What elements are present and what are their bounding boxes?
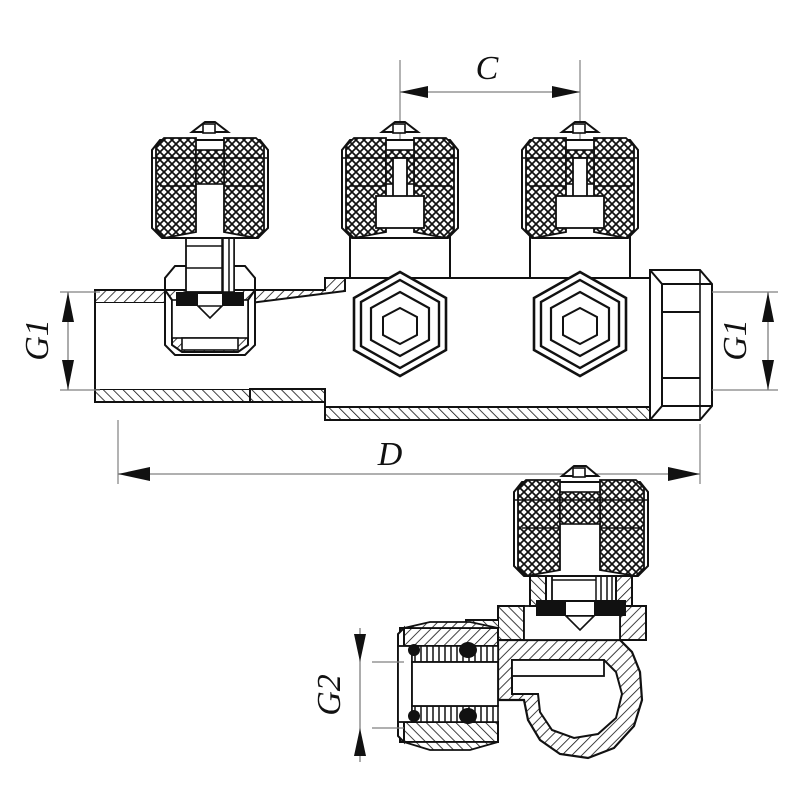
valve-3-knurled-cap (521, 121, 639, 239)
dimension-g1-right-arrow-top (762, 292, 774, 322)
dimension-g1-left-arrow-top (62, 292, 74, 322)
detail-view (397, 465, 649, 760)
fitting-thread-upper (411, 645, 499, 663)
dimension-g2-label: G2 (311, 674, 348, 716)
fitting-thread-lower (411, 705, 499, 723)
dimension-g1-left-label: G1 (19, 319, 56, 361)
o-ring-lower (459, 708, 477, 724)
valve-1-knurled-cap (151, 121, 269, 239)
valve-assembly-3 (521, 121, 639, 378)
left-socket-bottom-wall (94, 388, 251, 403)
dimension-d-label: D (377, 436, 403, 473)
o-ring-upper (459, 642, 477, 658)
dimension-d-arrow-right (668, 467, 700, 481)
valve-2-knurled-cap (341, 121, 459, 239)
end-hex-nut (649, 269, 713, 421)
dimension-g1-right: G1 (712, 291, 778, 391)
dimension-c: C (399, 50, 581, 150)
dimension-g2-arrow-top (354, 634, 366, 662)
detail-valve-assembly (513, 465, 649, 632)
dimension-c-arrow-right (552, 86, 580, 98)
dimension-g1-left: G1 (19, 291, 100, 391)
compression-fitting (397, 621, 499, 751)
dimension-g1-left-arrow-bottom (62, 360, 74, 390)
dimension-d: D (117, 420, 701, 484)
valve-assembly-2 (341, 121, 459, 378)
dimension-c-label: C (476, 50, 499, 87)
valve-3-hex-nut (532, 270, 628, 378)
dimension-c-arrow-left (400, 86, 428, 98)
valve-assembly-1 (151, 121, 269, 356)
dimension-g2: G2 (311, 628, 404, 762)
dimension-g1-right-label: G1 (717, 319, 754, 361)
valve-2-hex-nut (352, 270, 448, 378)
dimension-g2-arrow-bottom (354, 728, 366, 756)
dimension-d-arrow-left (118, 467, 150, 481)
dimension-g1-right-arrow-bottom (762, 360, 774, 390)
main-view (94, 121, 713, 421)
